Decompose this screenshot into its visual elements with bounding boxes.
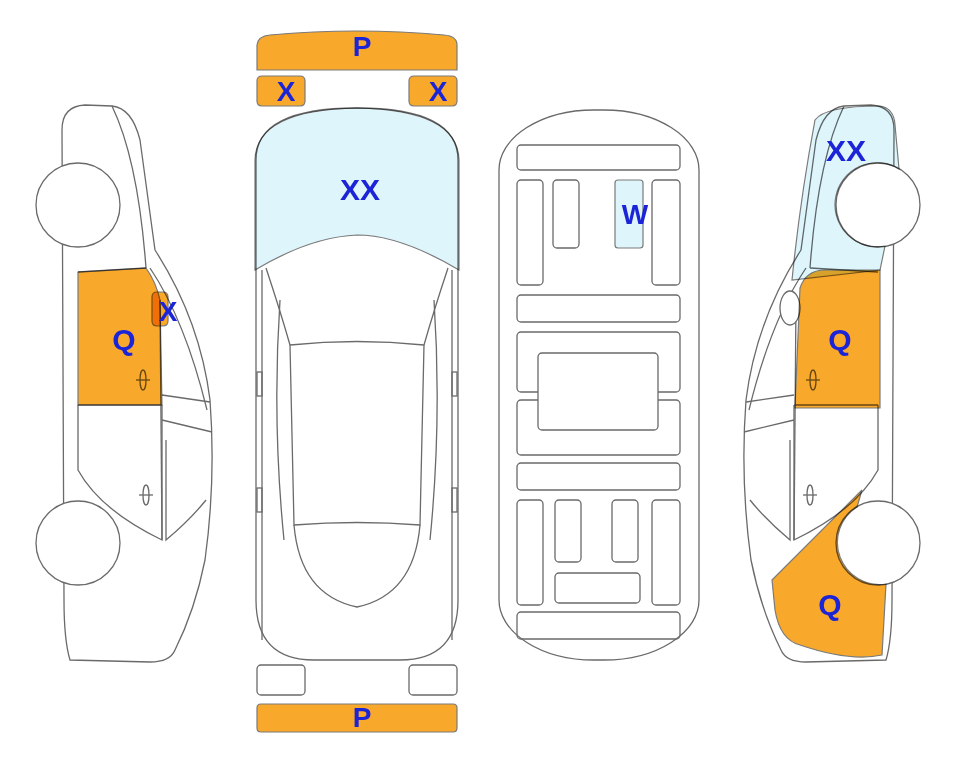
- underbody-panel: W: [612, 178, 648, 252]
- panel-fill: [795, 270, 880, 408]
- damage-code: P: [353, 33, 372, 61]
- panel-fill: [78, 268, 162, 405]
- front-door: Q: [76, 266, 166, 408]
- underside-view: [499, 110, 699, 660]
- top-view: [256, 108, 458, 695]
- damage-code: XX: [340, 175, 380, 205]
- front-bumper: P: [255, 28, 459, 72]
- panel-fill: [792, 106, 899, 280]
- damage-code: Q: [112, 325, 135, 355]
- damage-code: Q: [828, 325, 851, 355]
- damage-code: Q: [818, 590, 841, 620]
- damage-code: XX: [826, 136, 866, 166]
- side-view: [36, 105, 212, 662]
- panel-shape: [788, 102, 902, 284]
- headlamp: X: [255, 74, 307, 108]
- panel-fill: [257, 76, 305, 106]
- damage-code: X: [429, 78, 448, 106]
- damage-code: X: [159, 298, 178, 326]
- rear-bumper: P: [255, 702, 459, 734]
- side-mirror: X: [148, 288, 182, 332]
- damage-code: P: [353, 704, 372, 732]
- rear-quarter-panel: Q: [768, 484, 890, 664]
- hood-panel: XX: [253, 106, 461, 272]
- headlamp: X: [407, 74, 459, 108]
- panel-fill: [255, 108, 459, 270]
- front-door: Q: [792, 266, 884, 412]
- front-fender: XX: [788, 102, 902, 284]
- panel-shape: [768, 484, 890, 664]
- panel-fill: [257, 31, 457, 70]
- damage-code: X: [277, 78, 296, 106]
- panel-fill: [772, 490, 886, 657]
- panel-fill: [409, 76, 457, 106]
- damage-code: W: [622, 201, 648, 229]
- panel-fill: [257, 704, 457, 732]
